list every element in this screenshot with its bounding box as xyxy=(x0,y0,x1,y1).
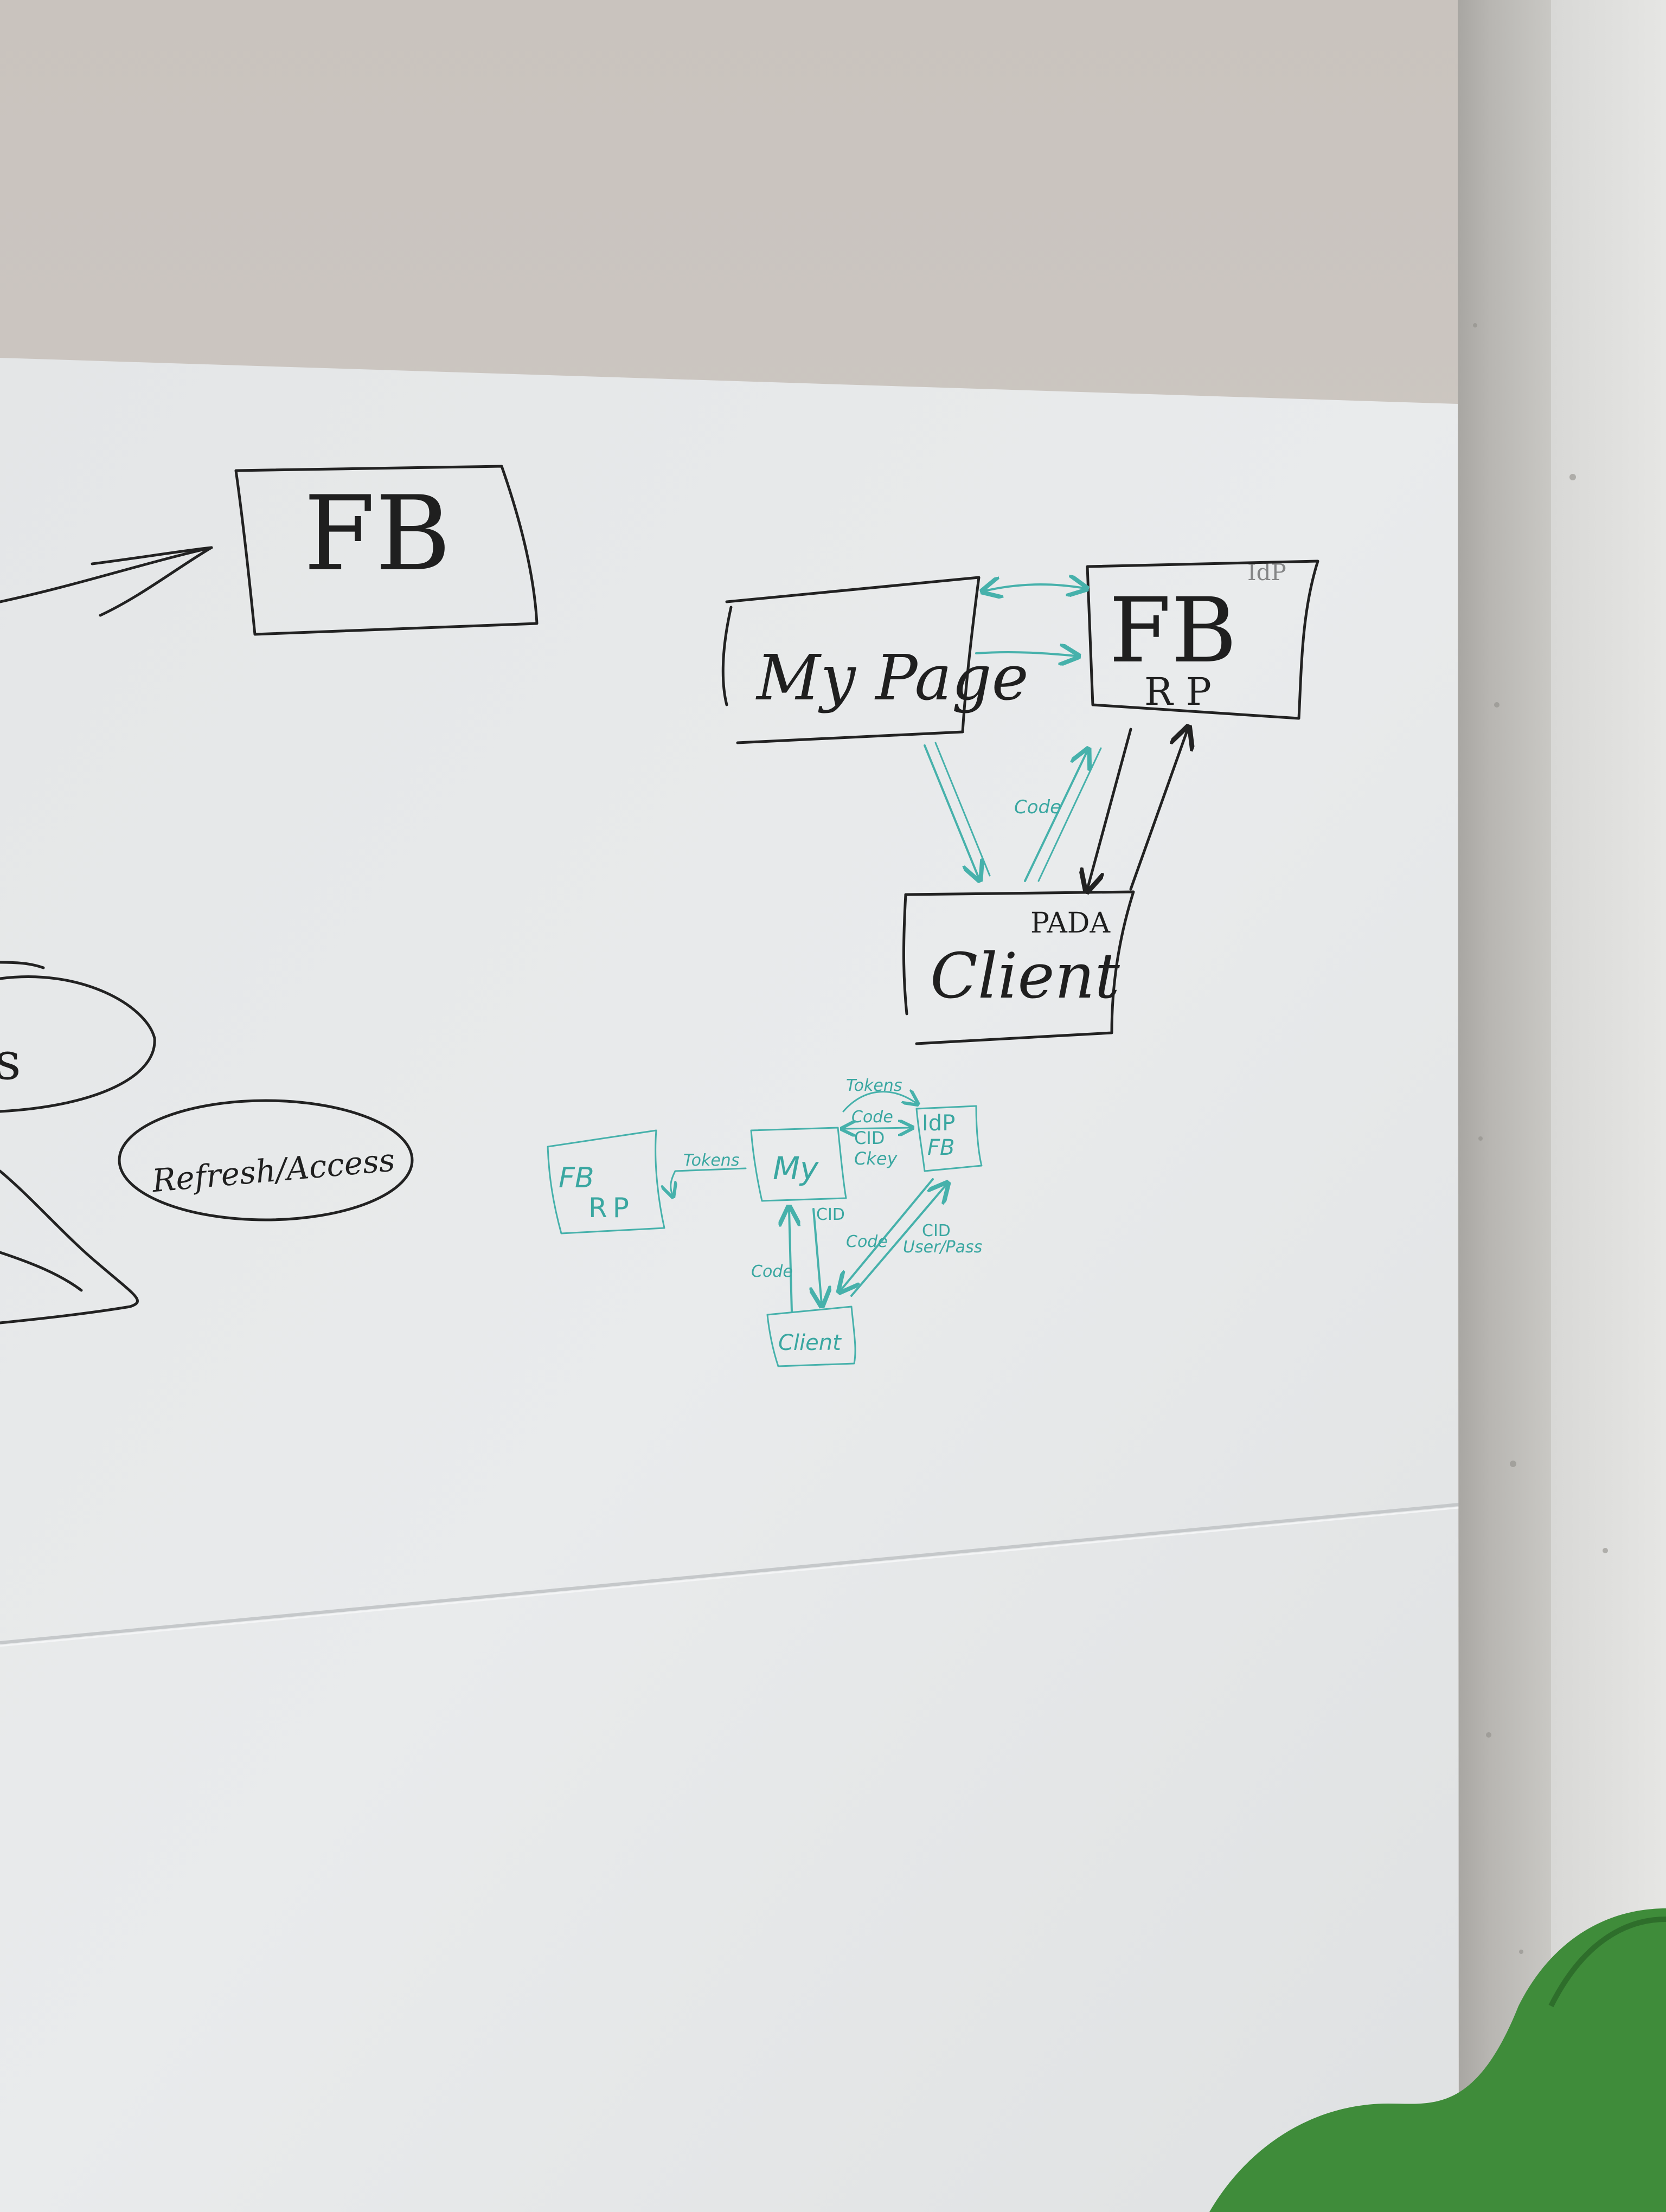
mypage-box xyxy=(725,576,981,744)
refresh-access-ellipse xyxy=(118,1099,414,1221)
tokens-top-label: Tokens xyxy=(846,1076,902,1095)
bottom-idp-box xyxy=(915,1105,983,1172)
concrete-column xyxy=(1458,0,1551,2212)
cid-mid-label: CID xyxy=(816,1205,845,1224)
mypage-fb-arrow xyxy=(975,652,1077,656)
bottom-diagram: FB RP Tokens My Tokens Code CID Ckey IdP… xyxy=(547,1076,983,1367)
bottom-fbrp-title: FB xyxy=(559,1162,594,1194)
fb-client-arrow-down xyxy=(1087,728,1132,889)
cid-top-label: CID xyxy=(854,1128,885,1148)
code-left-label: Code xyxy=(751,1262,793,1281)
green-chair xyxy=(1209,1908,1666,2212)
code-mid-label: Code xyxy=(846,1232,888,1251)
bottom-idp-sub: FB xyxy=(927,1135,954,1160)
client-box xyxy=(904,890,1135,1045)
whiteboard xyxy=(0,358,1459,2212)
bottom-fbrp-sub: RP xyxy=(588,1192,635,1224)
fb-box xyxy=(234,465,539,636)
fb-box-label: FB xyxy=(304,474,451,594)
ckey-top-label: Ckey xyxy=(854,1148,898,1169)
bottom-my-box xyxy=(750,1127,847,1202)
fbrp-box-sub: RP xyxy=(1144,670,1225,714)
tokens-left-label: Tokens xyxy=(683,1151,739,1170)
user-pass-label: User/Pass xyxy=(903,1238,982,1257)
fbrp-box xyxy=(1086,560,1319,720)
code-top-label: Code xyxy=(851,1108,893,1127)
cid-right-label: CID xyxy=(922,1221,951,1240)
fbrp-box-corner: IdP xyxy=(1247,559,1286,586)
left-arrow-line xyxy=(0,546,213,603)
fbrp-box-title: FB xyxy=(1109,578,1237,683)
bottom-client-box xyxy=(766,1306,856,1367)
fb-box-group: FB xyxy=(0,465,539,636)
client-box-corner: PADA xyxy=(1030,907,1111,940)
mypage-client-arrow xyxy=(924,744,979,878)
partial-s-label: s xyxy=(0,1032,21,1091)
tokens-left-arrow xyxy=(671,1167,747,1195)
mypage-box-label: My Page xyxy=(755,642,1029,715)
bottom-client-label: Client xyxy=(778,1330,842,1355)
fb-client-code-arrow xyxy=(1024,751,1087,882)
fb-client-arrow-up xyxy=(1129,729,1188,891)
client-box-label: Client xyxy=(930,940,1120,1013)
whiteboard-seam xyxy=(0,1503,1459,1644)
bottom-my-label: My xyxy=(773,1150,819,1187)
bottom-fbrp-box xyxy=(547,1129,665,1234)
bottom-idp-title: IdP xyxy=(922,1111,955,1136)
top-diagram: My Page FB RP IdP Code Client PADA xyxy=(721,559,1319,1045)
mypage-fb-double-arrow xyxy=(984,584,1085,591)
code-label: Code xyxy=(1014,796,1061,818)
pillar-edge xyxy=(1551,0,1666,2212)
